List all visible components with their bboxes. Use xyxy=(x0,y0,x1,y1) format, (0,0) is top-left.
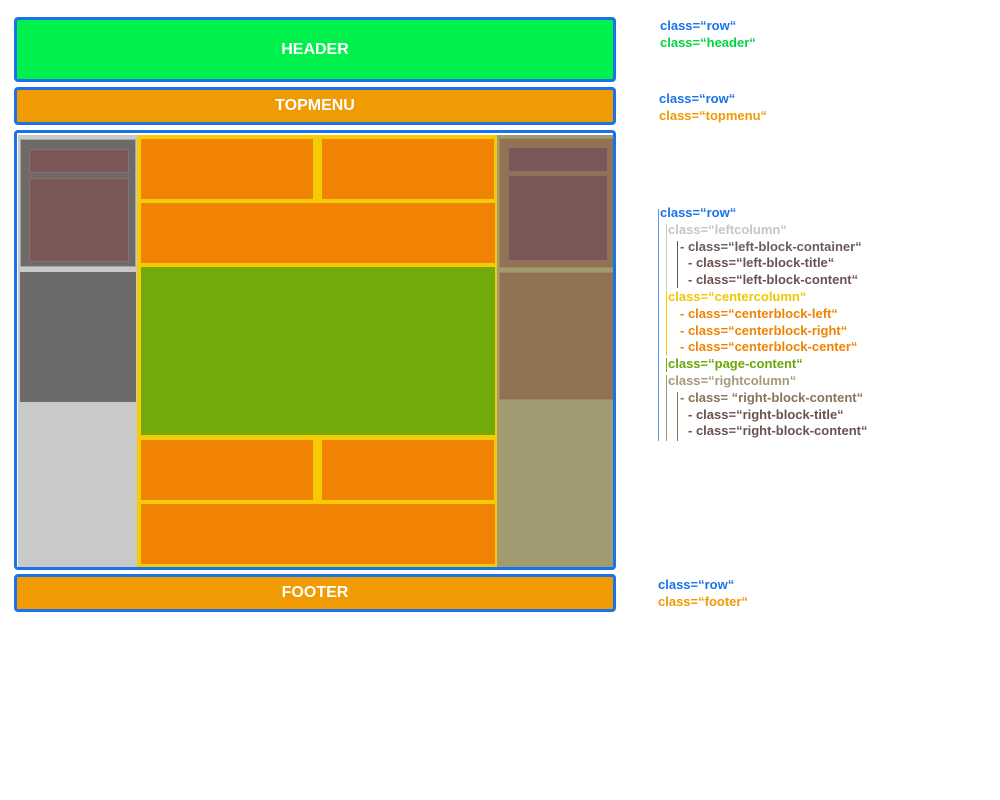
annotation-footer-row: class=“row“ xyxy=(658,577,735,592)
tree-line-leftcolumn xyxy=(666,224,667,290)
right-block-title xyxy=(508,147,608,172)
centerblock-center-top xyxy=(141,203,495,263)
annotation-right-block-title: - class=“right-block-title“ xyxy=(688,407,844,422)
right-block-container-2 xyxy=(499,272,613,400)
right-column xyxy=(497,135,613,567)
tree-line-right-block xyxy=(677,392,678,441)
annotation-topmenu-row: class=“row“ xyxy=(659,91,736,106)
right-block-container xyxy=(499,138,613,268)
centerblock-center-bottom xyxy=(141,504,495,564)
annotation-header-row: class=“row“ xyxy=(660,18,737,33)
footer-label: FOOTER xyxy=(281,584,349,601)
tree-line-rightcolumn xyxy=(666,375,667,441)
left-block-title xyxy=(29,149,129,173)
annotation-left-block-title: - class=“left-block-title“ xyxy=(688,255,835,270)
annotation-rightcolumn: class=“rightcolumn“ xyxy=(668,373,797,388)
annotation-leftcolumn: class=“leftcolumn“ xyxy=(668,222,787,237)
annotation-right-block-content: - class=“right-block-content“ xyxy=(688,423,868,438)
annotation-footer-class: class=“footer“ xyxy=(658,594,748,609)
left-block-container-2 xyxy=(20,272,136,402)
tree-line-row xyxy=(658,209,659,441)
annotation-centerblock-left: - class=“centerblock-left“ xyxy=(680,306,838,321)
centerblock-left-top xyxy=(141,139,313,199)
tree-line-left-block xyxy=(677,241,678,288)
footer-row: FOOTER xyxy=(14,574,616,612)
annotation-topmenu-class: class=“topmenu“ xyxy=(659,108,768,123)
right-block-content xyxy=(508,175,608,261)
annotation-page-content: class=“page-content“ xyxy=(668,356,803,371)
annotation-centerblock-right: - class=“centerblock-right“ xyxy=(680,323,848,338)
center-column xyxy=(137,135,497,567)
topmenu-row: TOPMENU xyxy=(14,87,616,125)
topmenu-label: TOPMENU xyxy=(275,97,355,114)
left-block-content xyxy=(29,178,129,262)
main-row xyxy=(14,130,616,570)
header-label: HEADER xyxy=(281,40,349,58)
annotation-centercolumn: class=“centercolumn“ xyxy=(668,289,807,304)
annotation-main-row: class=“row“ xyxy=(660,205,737,220)
annotation-centerblock-center: - class=“centerblock-center“ xyxy=(680,339,858,354)
tree-line-centercolumn xyxy=(666,291,667,356)
centerblock-right-bottom xyxy=(322,440,494,500)
annotation-left-block-content: - class=“left-block-content“ xyxy=(688,272,859,287)
page-content xyxy=(141,267,495,435)
tree-line-page-content xyxy=(666,358,667,372)
centerblock-left-bottom xyxy=(141,440,313,500)
annotation-right-block-content-outer: - class= “right-block-content“ xyxy=(680,390,864,405)
left-column xyxy=(18,135,138,567)
left-block-container xyxy=(20,139,136,267)
centerblock-right-top xyxy=(322,139,494,199)
annotation-header-class: class=“header“ xyxy=(660,35,756,50)
header-row: HEADER xyxy=(14,17,616,82)
annotation-left-block-container: - class=“left-block-container“ xyxy=(680,239,862,254)
